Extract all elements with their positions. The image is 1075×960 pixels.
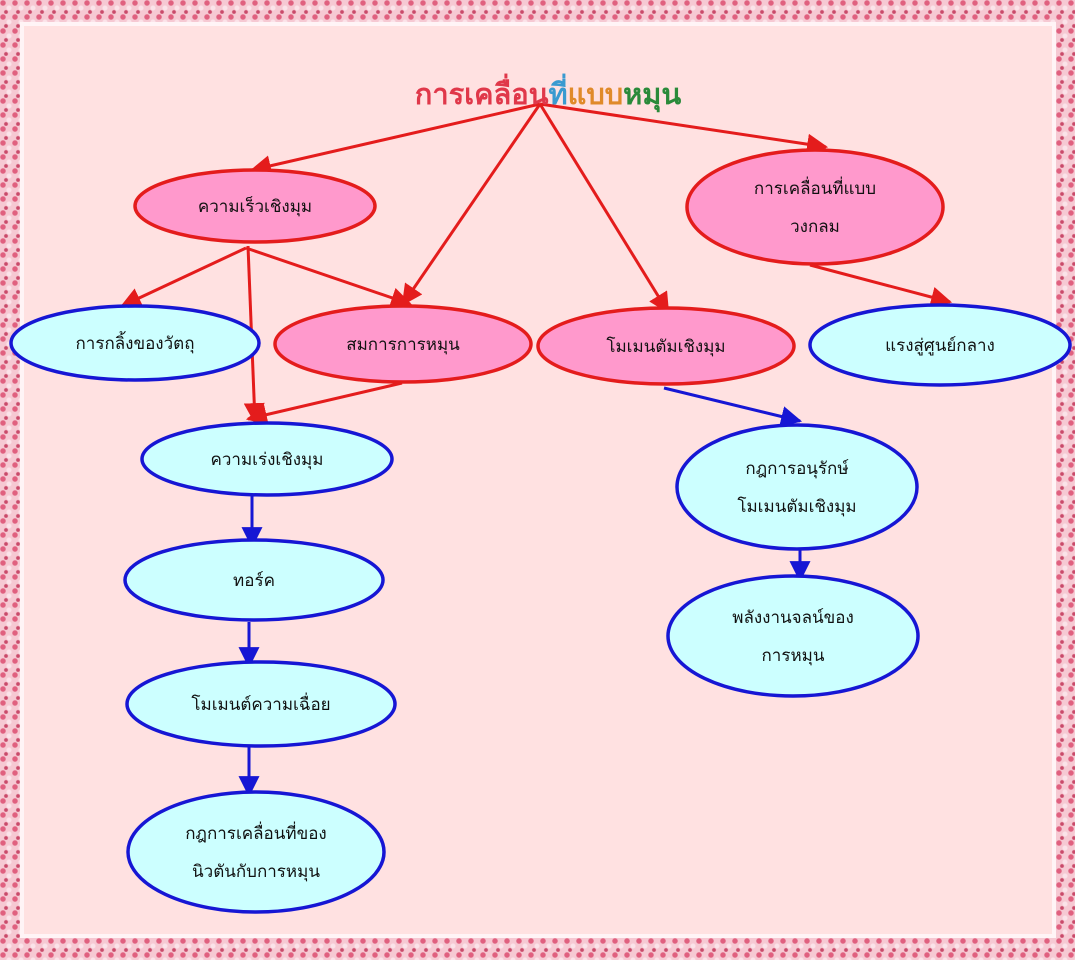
node-label-newton-rotation-law-0: กฎการเคลื่อนที่ของ (185, 821, 326, 844)
title-segment-1: ที่ (549, 73, 568, 111)
node-label-conservation-angular-momentum-1: โมเมนตัมเชิงมุม (737, 496, 856, 517)
arrow-rotation-equation-to-angular-acceleration (245, 381, 403, 425)
node-label-angular-momentum-0: โมเมนตัมเชิงมุม (606, 336, 725, 357)
node-label-torque-0: ทอร์ค (233, 571, 275, 591)
node-shape-rotational-kinetic-energy (666, 574, 920, 698)
node-shape-rotation-equation (273, 304, 533, 384)
node-moment-of-inertia: โมเมนต์ความเฉื่อย (125, 660, 397, 748)
node-label-angular-acceleration-0: ความเร่งเชิงมุม (211, 450, 324, 470)
node-shape-circular-motion (685, 148, 945, 266)
node-label-rolling-0: การกลิ้งของวัตถุ (76, 331, 195, 354)
node-shape-angular-velocity (133, 168, 377, 244)
title-segment-3: หมุน (623, 77, 681, 112)
arrow-title-to-rotation-equation (401, 103, 542, 306)
arrow-angular-velocity-to-rotation-equation (245, 246, 412, 308)
diagram-title: การเคลื่อนที่แบบหมุน (415, 73, 682, 112)
arrow-title-to-angular-momentum (538, 103, 670, 314)
title-segment-2: แบบ (568, 77, 624, 111)
connector-arrows (120, 102, 953, 798)
title-segment-0: การเคลื่อน (415, 73, 549, 111)
arrow-circular-motion-to-centripetal-force (809, 263, 953, 308)
node-shape-torque (123, 538, 385, 622)
node-centripetal-force: แรงสู่ศูนย์กลาง (808, 303, 1072, 387)
node-torque: ทอร์ค (123, 538, 385, 622)
node-rotation-equation: สมการการหมุน (273, 304, 533, 384)
arrow-title-to-angular-velocity (249, 102, 541, 177)
node-conservation-angular-momentum: กฎการอนุรักษ์โมเมนตัมเชิงมุม (675, 423, 919, 551)
node-label-angular-velocity-0: ความเร็วเชิงมุม (198, 195, 312, 217)
node-shape-centripetal-force (808, 303, 1072, 387)
arrow-title-to-circular-motion (539, 102, 829, 155)
node-label-conservation-angular-momentum-0: กฎการอนุรักษ์ (745, 459, 849, 479)
node-label-centripetal-force-0: แรงสู่ศูนย์กลาง (885, 336, 995, 356)
node-shape-rolling (9, 304, 261, 382)
node-shape-angular-momentum (536, 306, 796, 386)
arrow-angular-velocity-to-rolling (120, 246, 247, 308)
arrow-angular-momentum-to-conservation-angular-momentum (663, 386, 803, 427)
node-label-circular-motion-0: การเคลื่อนที่แบบ (754, 176, 876, 199)
node-shape-moment-of-inertia (125, 660, 397, 748)
node-shape-conservation-angular-momentum (675, 423, 919, 551)
node-label-rotational-kinetic-energy-1: การหมุน (761, 646, 824, 666)
node-label-rotational-kinetic-energy-0: พลังงานจลน์ของ (732, 608, 854, 628)
node-label-rotation-equation-0: สมการการหมุน (346, 335, 460, 355)
node-label-newton-rotation-law-1: นิวตันกับการหมุน (192, 862, 320, 882)
node-label-moment-of-inertia-0: โมเมนต์ความเฉื่อย (191, 692, 330, 715)
node-angular-momentum: โมเมนตัมเชิงมุม (536, 306, 796, 386)
concept-nodes: ความเร็วเชิงมุม การเคลื่อนที่แบบวงกลมการก… (9, 148, 1072, 914)
node-label-circular-motion-1: วงกลม (790, 217, 840, 237)
node-shape-newton-rotation-law (126, 790, 386, 914)
node-rolling: การกลิ้งของวัตถุ (9, 304, 261, 382)
node-angular-velocity: ความเร็วเชิงมุม (133, 168, 377, 244)
node-shape-angular-acceleration (140, 421, 394, 497)
node-angular-acceleration: ความเร่งเชิงมุม (140, 421, 394, 497)
